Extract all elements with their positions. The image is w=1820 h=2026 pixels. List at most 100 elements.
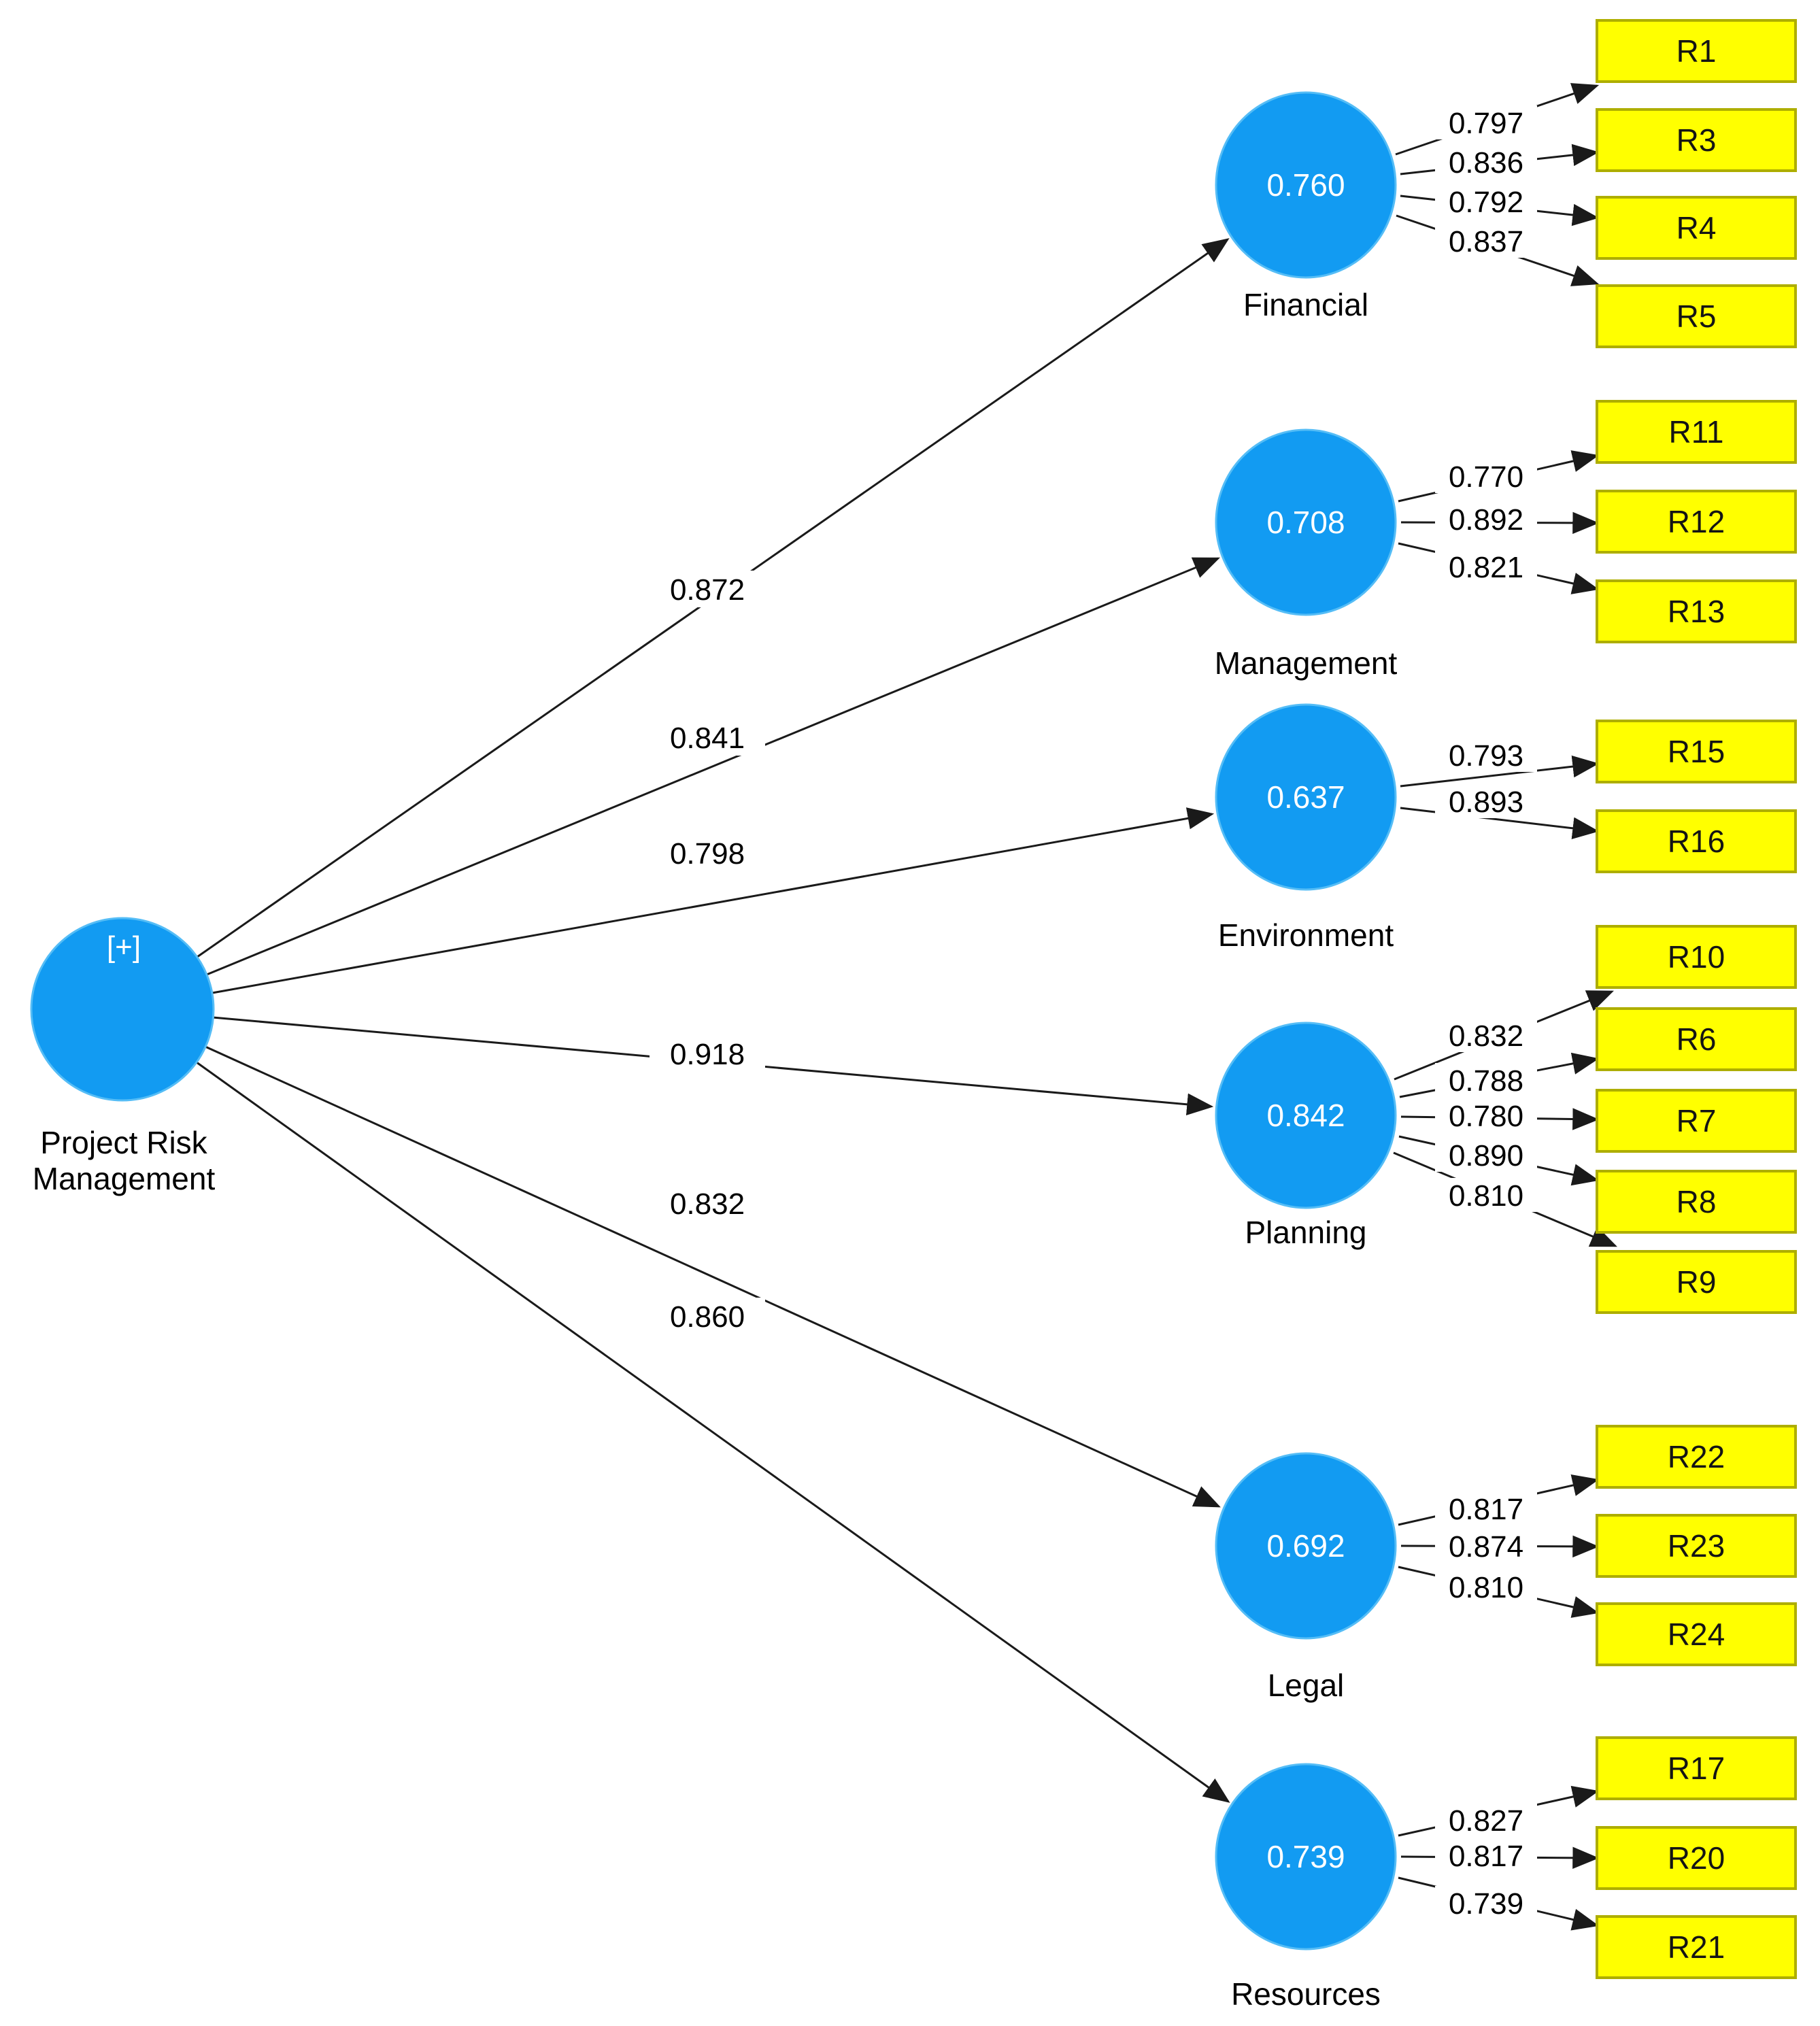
loading-bg-r17: [1435, 1803, 1537, 1837]
financial-r2: 0.760: [1266, 167, 1345, 203]
loading-r7: 0.780: [1449, 1100, 1523, 1133]
loading-r10: 0.832: [1449, 1019, 1523, 1053]
path-arrow-environment: [212, 807, 1215, 994]
planning-ellipse[interactable]: [1215, 1022, 1397, 1209]
r17-label: R17: [1668, 1751, 1725, 1786]
r10-box[interactable]: [1596, 925, 1797, 989]
latent-environment[interactable]: 0.637 Environment: [1215, 703, 1397, 953]
indicator-r15[interactable]: R15: [1596, 720, 1797, 783]
loading-bg-r4: [1435, 184, 1537, 218]
r20-box[interactable]: [1596, 1826, 1797, 1890]
expand-icon[interactable]: [+]: [107, 930, 141, 964]
indicator-r13[interactable]: R13: [1596, 579, 1797, 643]
r16-label: R16: [1668, 824, 1725, 859]
coeff-legal: 0.832: [670, 1187, 745, 1221]
indicator-r23[interactable]: R23: [1596, 1514, 1797, 1578]
indicator-r12[interactable]: R12: [1596, 490, 1797, 554]
latent-financial[interactable]: 0.760 Financial: [1215, 91, 1397, 322]
coeff-bg-planning: [650, 1035, 765, 1072]
structural-paths: [196, 238, 1230, 1803]
loading-r5: 0.837: [1449, 225, 1523, 258]
loading-bg-r13: [1435, 550, 1537, 584]
r11-box[interactable]: [1596, 400, 1797, 464]
r22-label: R22: [1668, 1439, 1725, 1474]
management-label: Management: [1215, 645, 1398, 681]
project-risk-management-circle[interactable]: [30, 917, 215, 1102]
indicator-r22[interactable]: R22: [1596, 1425, 1797, 1489]
r3-box[interactable]: [1596, 108, 1797, 172]
indicator-r1[interactable]: R1: [1596, 19, 1797, 83]
r5-box[interactable]: [1596, 284, 1797, 348]
central-label-line1: Project Risk: [40, 1125, 207, 1160]
r8-label: R8: [1676, 1184, 1717, 1219]
r8-box[interactable]: [1596, 1170, 1797, 1234]
r21-label: R21: [1668, 1929, 1725, 1965]
coeff-bg-resources: [650, 1298, 765, 1334]
indicator-r24[interactable]: R24: [1596, 1602, 1797, 1666]
loading-bg-r12: [1435, 502, 1537, 536]
indicator-r16[interactable]: R16: [1596, 809, 1797, 873]
loading-r22: 0.817: [1449, 1493, 1523, 1526]
indicator-r20[interactable]: R20: [1596, 1826, 1797, 1890]
indicator-r4[interactable]: R4: [1596, 196, 1797, 260]
r1-box[interactable]: [1596, 19, 1797, 83]
r7-box[interactable]: [1596, 1089, 1797, 1153]
indicator-r8[interactable]: R8: [1596, 1170, 1797, 1234]
r15-box[interactable]: [1596, 720, 1797, 783]
environment-ellipse[interactable]: [1215, 703, 1397, 891]
loading-r24: 0.810: [1449, 1571, 1523, 1604]
indicator-r9[interactable]: R9: [1596, 1250, 1797, 1314]
indicator-r10[interactable]: R10: [1596, 925, 1797, 989]
resources-ellipse[interactable]: [1215, 1763, 1397, 1951]
indicator-r6[interactable]: R6: [1596, 1007, 1797, 1071]
indicator-r7[interactable]: R7: [1596, 1089, 1797, 1153]
management-ellipse[interactable]: [1215, 428, 1397, 616]
indicator-r21[interactable]: R21: [1596, 1915, 1797, 1979]
loading-bg-r1: [1435, 105, 1537, 139]
r22-box[interactable]: [1596, 1425, 1797, 1489]
latent-resources[interactable]: 0.739 Resources: [1215, 1763, 1397, 2012]
loading-bg-r21: [1435, 1886, 1537, 1920]
latent-legal[interactable]: 0.692 Legal: [1215, 1452, 1397, 1703]
r23-box[interactable]: [1596, 1514, 1797, 1578]
loading-bg-r20: [1435, 1838, 1537, 1872]
loading-bg-r22: [1435, 1491, 1537, 1525]
financial-ellipse[interactable]: [1215, 91, 1397, 279]
indicator-r5[interactable]: R5: [1596, 284, 1797, 348]
r1-label: R1: [1676, 33, 1717, 69]
loading-bg-r15: [1435, 738, 1537, 772]
loading-r8: 0.890: [1449, 1139, 1523, 1172]
coeff-financial: 0.872: [670, 573, 745, 607]
coeff-resources: 0.860: [670, 1300, 745, 1334]
indicator-r3[interactable]: R3: [1596, 108, 1797, 172]
loading-r17: 0.827: [1449, 1804, 1523, 1838]
indicator-r11[interactable]: R11: [1596, 400, 1797, 464]
r16-box[interactable]: [1596, 809, 1797, 873]
loading-bg-r7: [1435, 1098, 1537, 1132]
r13-box[interactable]: [1596, 579, 1797, 643]
loading-r11: 0.770: [1449, 460, 1523, 494]
legal-label: Legal: [1268, 1668, 1345, 1703]
r6-box[interactable]: [1596, 1007, 1797, 1071]
r24-box[interactable]: [1596, 1602, 1797, 1666]
r3-label: R3: [1676, 122, 1717, 158]
r12-box[interactable]: [1596, 490, 1797, 554]
latent-project-risk-management[interactable]: [+] Project Risk Management: [30, 917, 215, 1196]
r4-box[interactable]: [1596, 196, 1797, 260]
legal-ellipse[interactable]: [1215, 1452, 1397, 1640]
r9-box[interactable]: [1596, 1250, 1797, 1314]
financial-label: Financial: [1243, 287, 1368, 322]
latent-planning[interactable]: 0.842 Planning: [1215, 1022, 1397, 1250]
legal-r2: 0.692: [1266, 1528, 1345, 1564]
planning-r2: 0.842: [1266, 1098, 1345, 1133]
resources-label: Resources: [1231, 1976, 1381, 2012]
loading-bg-r16: [1435, 784, 1537, 818]
indicator-r17[interactable]: R17: [1596, 1736, 1797, 1800]
r9-label: R9: [1676, 1264, 1717, 1300]
coeff-planning: 0.918: [670, 1038, 745, 1071]
r17-box[interactable]: [1596, 1736, 1797, 1800]
management-r2: 0.708: [1266, 505, 1345, 540]
r21-box[interactable]: [1596, 1915, 1797, 1979]
latent-management[interactable]: 0.708 Management: [1215, 428, 1398, 681]
